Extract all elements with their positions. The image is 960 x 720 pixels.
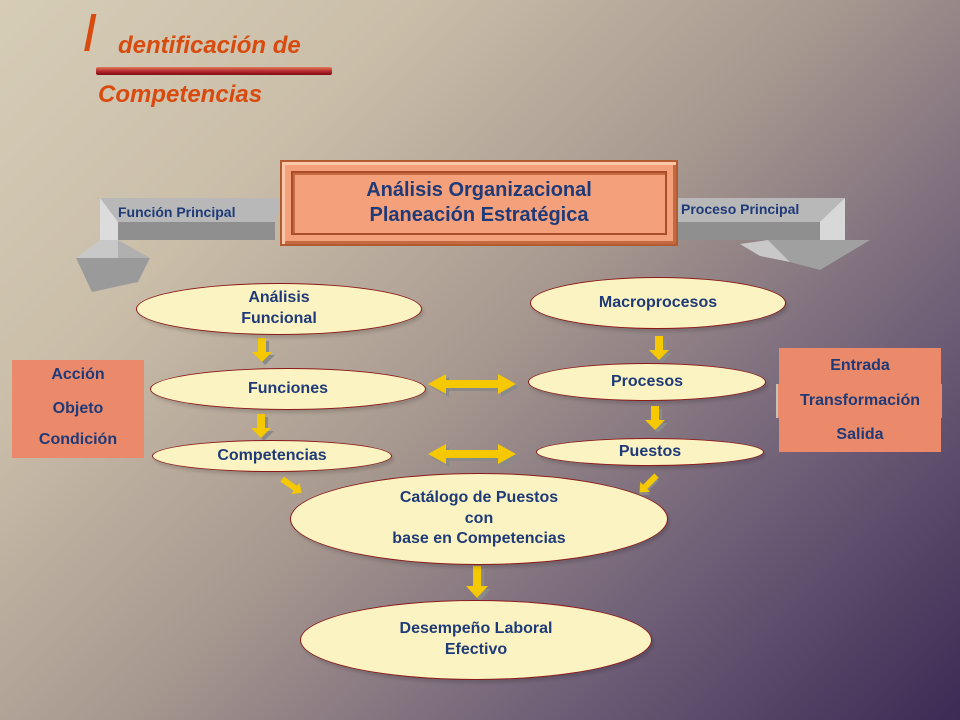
entrada-label: Entrada <box>830 357 890 374</box>
analisis-organizacional-inner: Análisis Organizacional Planeación Estra… <box>291 171 667 235</box>
puestos-oval: Puestos <box>536 438 764 466</box>
analisis-organizacional-line2: Planeación Estratégica <box>369 204 589 226</box>
title-underline <box>96 67 332 75</box>
left-bent-arrow <box>76 198 282 292</box>
macroprocesos-label: Macroprocesos <box>598 293 718 311</box>
analisis-funcional-line2: Funcional <box>241 310 317 327</box>
flow-arrows <box>251 336 672 601</box>
transformacion-box: Transformación <box>776 384 942 418</box>
procesos-oval: Procesos <box>528 363 766 401</box>
analisis-organizacional-box: Análisis Organizacional Planeación Estra… <box>280 160 678 246</box>
title-line2: Competencias <box>98 81 263 108</box>
salida-box: Salida <box>779 418 941 452</box>
proceso-principal-label: Proceso Principal <box>681 201 800 217</box>
desempeno-oval: Desempeño Laboral Efectivo <box>300 600 652 680</box>
funciones-label: Funciones <box>247 379 328 397</box>
right-bent-arrow <box>678 198 870 270</box>
transformacion-label: Transformación <box>799 392 921 409</box>
catalogo-line3: base en Competencias <box>392 530 566 548</box>
title-line1: dentificación de <box>118 32 301 59</box>
macroprocesos-oval: Macroprocesos <box>530 277 786 329</box>
funciones-oval: Funciones <box>150 368 426 410</box>
accion-objeto-condicion-box: Acción Objeto Condición <box>12 360 144 458</box>
catalogo-line1: Catálogo de Puestos <box>399 488 559 506</box>
competencias-label: Competencias <box>217 446 327 464</box>
desempeno-line2: Efectivo <box>444 641 508 658</box>
analisis-funcional-line1: Análisis <box>248 289 310 307</box>
analisis-organizacional-line1: Análisis Organizacional <box>366 179 592 201</box>
desempeno-line1: Desempeño Laboral <box>399 620 553 638</box>
entrada-box: Entrada <box>779 348 941 384</box>
procesos-label: Procesos <box>610 372 684 390</box>
puestos-label: Puestos <box>618 442 682 460</box>
catalogo-line2: con <box>464 509 494 527</box>
salida-label: Salida <box>836 426 884 443</box>
catalogo-oval: Catálogo de Puestos con base en Competen… <box>290 473 668 565</box>
analisis-funcional-oval: Análisis Funcional <box>136 283 422 335</box>
competencias-oval: Competencias <box>152 440 392 472</box>
double-arrows <box>428 374 519 467</box>
condicion-label: Condición <box>38 431 118 448</box>
title-initial: I <box>82 3 98 63</box>
objeto-label: Objeto <box>52 400 104 417</box>
accion-label: Acción <box>51 366 105 383</box>
funcion-principal-label: Función Principal <box>118 204 236 220</box>
